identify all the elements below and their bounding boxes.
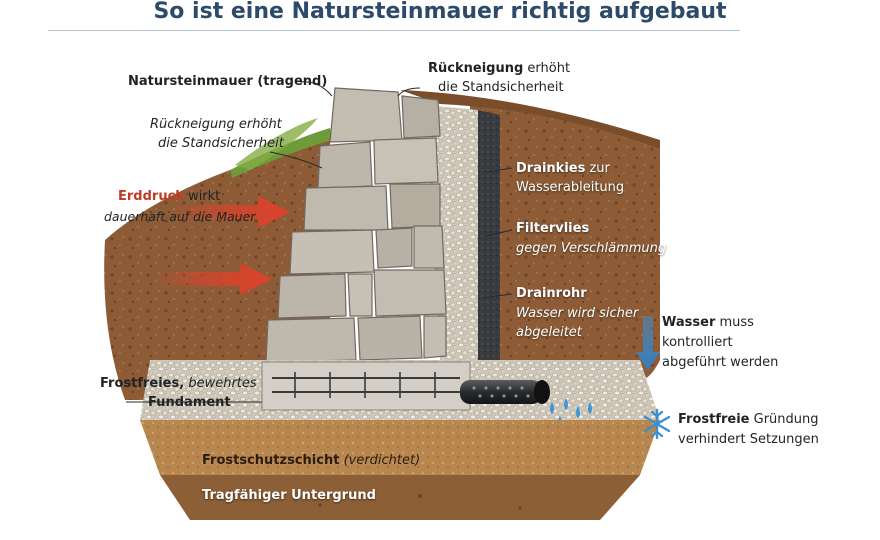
incline-left-label-line2: die Standsicherheit xyxy=(158,136,284,151)
incline-top-label: Rückneigung erhöht xyxy=(428,61,571,76)
incline-top-label-line2: die Standsicherheit xyxy=(438,80,564,95)
right-arrow-icon xyxy=(155,263,272,295)
leader-lines xyxy=(126,81,513,403)
down-arrow-icon xyxy=(636,316,660,370)
stone-wall xyxy=(265,87,447,363)
frost-label: Frostfreie Gründung xyxy=(678,412,819,427)
page-title: So ist eine Natursteinmauer richtig aufg… xyxy=(153,0,727,24)
right-arrow-icon xyxy=(170,196,290,228)
load-bearing-subsoil xyxy=(160,475,640,520)
gravel-label: Drainkies zur xyxy=(516,161,610,176)
gravel-label-line2: Wasserableitung xyxy=(516,180,625,195)
pipe-label-line3: abgeleitet xyxy=(516,325,582,340)
wall-label: Natursteinmauer (tragend) xyxy=(128,74,328,89)
snowflake-icon xyxy=(643,408,671,440)
pressure-label-line2: dauerhaft auf die Mauer xyxy=(104,209,256,224)
fleece-label: Filtervlies xyxy=(516,221,590,236)
foundation xyxy=(261,361,471,411)
foundation-label: Frostfreies, bewehrtes xyxy=(100,376,257,391)
fleece-label-line2: gegen Verschlämmung xyxy=(516,241,667,256)
pressure-label: Erddruck wirkt xyxy=(118,189,221,204)
water-label-line2: kontrolliert xyxy=(662,335,733,350)
incline-left-label: Rückneigung erhöht xyxy=(150,117,282,132)
frost-label-line2: verhindert Setzungen xyxy=(678,432,819,447)
pipe-label-line2: Wasser wird sicher xyxy=(516,306,639,321)
pipe-label: Drainrohr xyxy=(516,286,587,301)
subsoil-label: Tragfähiger Untergrund xyxy=(202,488,376,503)
title-divider xyxy=(48,30,740,31)
frost-protection-layer xyxy=(140,420,660,475)
frost-layer-label: Frostschutzschicht (verdichtet) xyxy=(202,453,421,468)
water-label-line3: abgeführt werden xyxy=(662,355,779,370)
drain-pipe xyxy=(460,380,550,404)
water-label: Wasser muss xyxy=(662,315,754,330)
foundation-label-line2: Fundament xyxy=(148,395,231,410)
